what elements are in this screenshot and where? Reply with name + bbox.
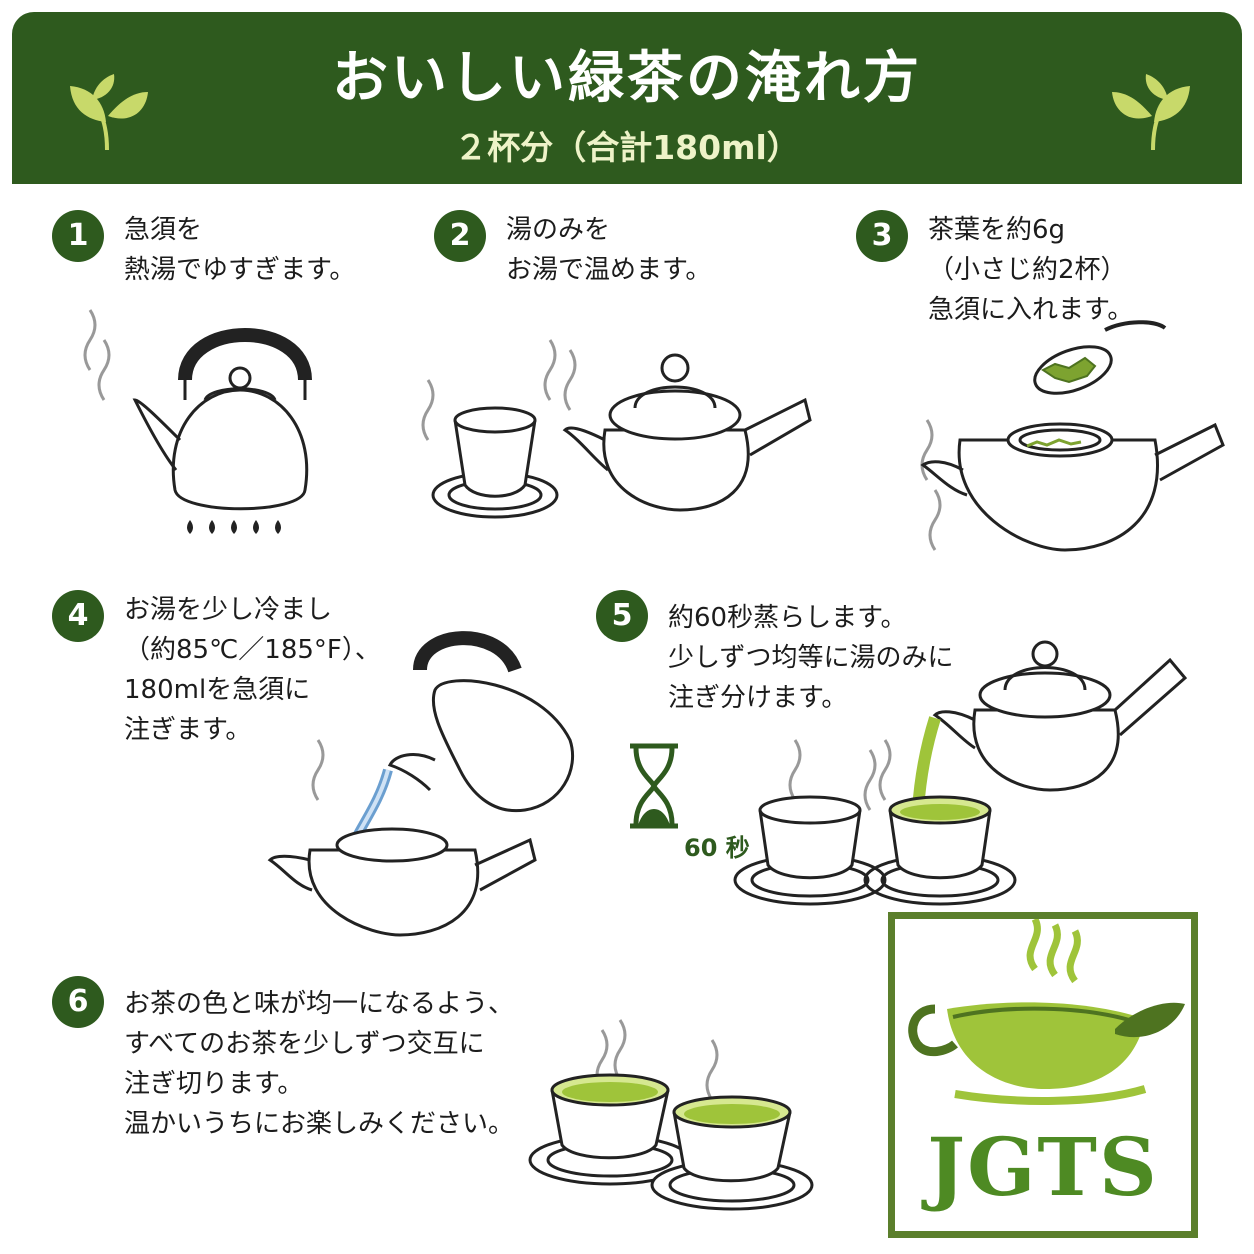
- header-banner: おいしい緑茶の淹れ方 ２杯分（合計180ml）: [12, 12, 1242, 184]
- step-3-text: 茶葉を約6g （小さじ約2杯） 急須に入れます。: [928, 210, 1133, 330]
- step-1-line: 急須を: [124, 215, 203, 245]
- jgts-logo-text: JGTS: [927, 1120, 1159, 1214]
- step-5-line: 約60秒蒸らします。: [668, 603, 907, 633]
- pouring-teapot-cups-illustration: [733, 640, 1188, 906]
- step-5-line: 少しずつ均等に湯のみに: [668, 643, 954, 673]
- step-2-line: お湯で温めます。: [506, 255, 712, 285]
- tea-leaf-icon-right: [1112, 74, 1190, 151]
- step-6-line: すべてのお茶を少しずつ交互に: [124, 1029, 485, 1059]
- cup-and-teapot-illustration: [421, 339, 812, 519]
- step-3-line: 急須に入れます。: [928, 295, 1134, 325]
- hourglass-icon: [630, 743, 678, 829]
- step-4-badge: 4: [52, 590, 104, 642]
- step-3-line: （小さじ約2杯）: [928, 255, 1127, 285]
- step-5-line: 注ぎ分けます。: [668, 683, 848, 713]
- jgts-logo: JGTS: [888, 912, 1198, 1238]
- kettle-illustration: [83, 309, 312, 534]
- page-subtitle: ２杯分（合計180ml）: [454, 128, 800, 167]
- step-1-line: 熱湯でゆすぎます。: [124, 255, 356, 285]
- two-tea-cups-illustration: [528, 1019, 814, 1211]
- timer-label: 60 秒: [684, 834, 750, 862]
- step-6-line: お茶の色と味が均一になるよう、: [124, 989, 515, 1019]
- pouring-kettle-illustration: [267, 631, 575, 937]
- teaspoon-leaves-teapot-illustration: [920, 320, 1225, 552]
- step-2-badge: 2: [434, 210, 486, 262]
- step-4-line: お湯を少し冷まし: [124, 595, 333, 625]
- step-1-badge: 1: [52, 210, 104, 262]
- step-4-line: 180mlを急須に: [124, 675, 311, 705]
- step-6-badge: 6: [52, 976, 104, 1028]
- step-3-badge: 3: [856, 210, 908, 262]
- step-1-text: 急須を 熱湯でゆすぎます。: [124, 210, 355, 290]
- step-5-text: 約60秒蒸らします。 少しずつ均等に湯のみに 注ぎ分けます。: [668, 598, 953, 718]
- step-4-line: 注ぎます。: [124, 715, 252, 745]
- step-3-line: 茶葉を約6g: [928, 215, 1066, 245]
- jgts-logo-mark: [908, 919, 1185, 1105]
- step-5-badge: 5: [596, 590, 648, 642]
- step-6-text: お茶の色と味が均一になるよう、 すべてのお茶を少しずつ交互に 注ぎ切ります。 温…: [124, 984, 514, 1144]
- step-2-text: 湯のみを お湯で温めます。: [506, 210, 711, 290]
- step-6-line: 温かいうちにお楽しみください。: [124, 1109, 515, 1139]
- page-title: おいしい緑茶の淹れ方: [332, 46, 922, 111]
- step-6-line: 注ぎ切ります。: [124, 1069, 304, 1099]
- tea-leaf-icon-left: [70, 74, 148, 151]
- step-4-line: （約85℃／185°F）、: [124, 635, 381, 665]
- step-2-line: 湯のみを: [506, 215, 611, 245]
- step-4-text: お湯を少し冷まし （約85℃／185°F）、 180mlを急須に 注ぎます。: [124, 590, 381, 750]
